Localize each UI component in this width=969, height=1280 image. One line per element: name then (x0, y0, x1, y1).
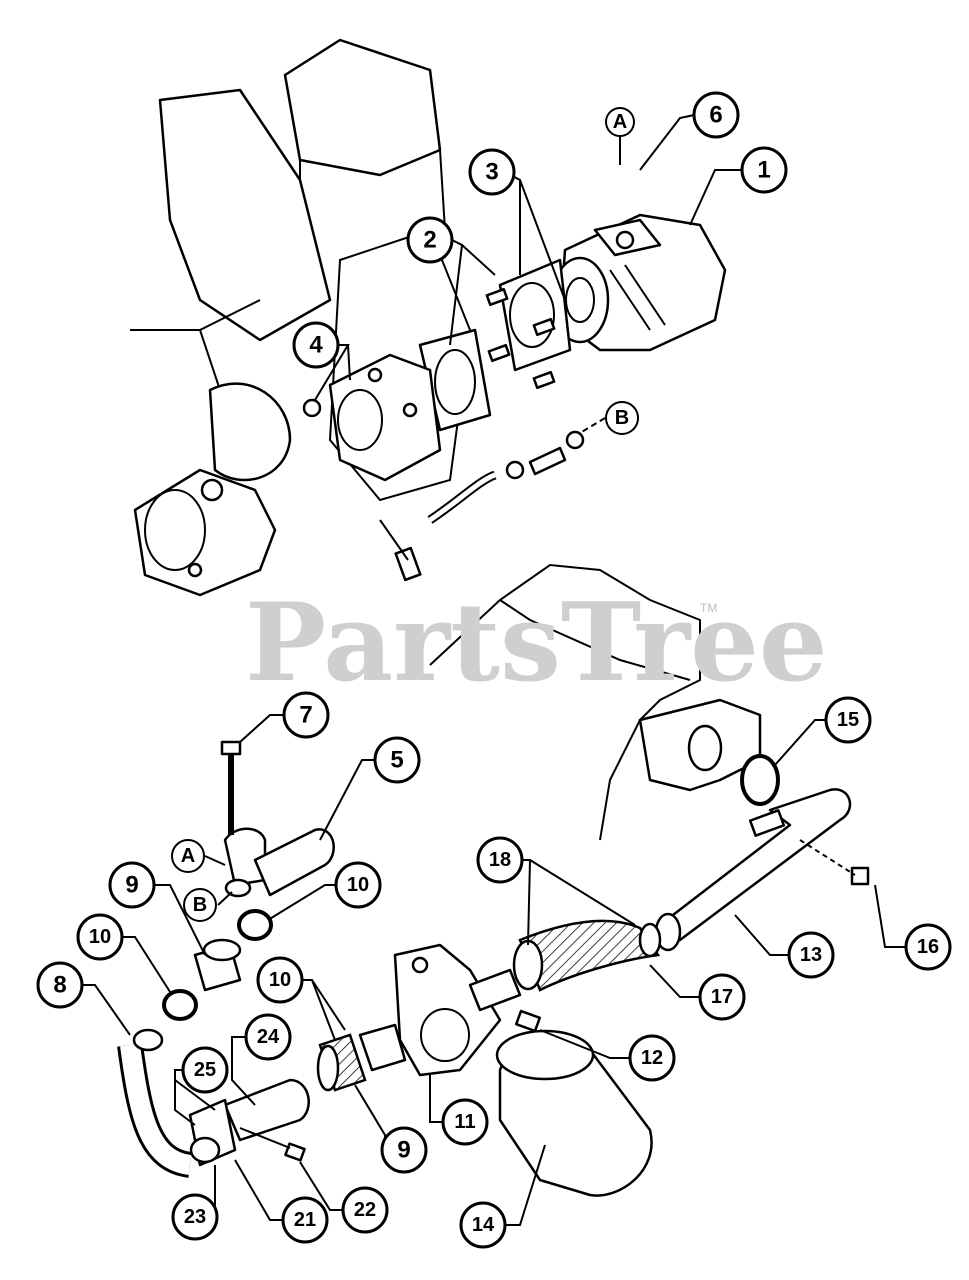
callout-23: 23 (171, 1193, 219, 1241)
svg-text:11: 11 (454, 1111, 475, 1133)
svg-text:A: A (181, 845, 195, 867)
hose-9-upper (193, 938, 242, 992)
callout-25: 25 (181, 1046, 229, 1094)
svg-text:16: 16 (917, 936, 939, 958)
gasket (418, 328, 492, 432)
bolt-7 (220, 740, 242, 835)
svg-text:9: 9 (397, 1137, 410, 1164)
callout-17: 17 (698, 973, 746, 1021)
svg-text:22: 22 (354, 1199, 376, 1221)
transaxle-housing (429, 563, 762, 841)
callout-5: 5 (373, 736, 421, 784)
svg-text:21: 21 (294, 1209, 316, 1231)
callout-10-upper: 10 (334, 861, 382, 909)
tube-24 (223, 1078, 310, 1142)
svg-text:4: 4 (309, 332, 323, 359)
hose-8 (117, 1028, 193, 1178)
svg-text:5: 5 (390, 747, 403, 774)
svg-text:10: 10 (269, 969, 291, 991)
svg-text:3: 3 (485, 159, 498, 186)
bracket-21 (188, 1098, 237, 1167)
ref-mark-b-upper: B (605, 401, 639, 435)
svg-text:13: 13 (800, 944, 822, 966)
clamp-10-left (162, 989, 198, 1021)
suction-tube-13 (654, 788, 852, 952)
flange-adapter (302, 353, 442, 482)
studs (485, 287, 556, 390)
svg-text:B: B (193, 894, 207, 916)
filter-head-11 (393, 943, 522, 1077)
svg-text:18: 18 (489, 849, 511, 871)
svg-text:9: 9 (125, 872, 138, 899)
watermark: PartsTree TM (245, 580, 828, 706)
svg-text:7: 7 (299, 702, 312, 729)
bolt-22 (239, 1127, 306, 1162)
callout-9-lower: 9 (380, 1126, 428, 1174)
svg-text:15: 15 (837, 709, 859, 731)
callout-2: 2 (406, 216, 454, 264)
svg-text:10: 10 (89, 926, 111, 948)
svg-text:23: 23 (184, 1206, 206, 1228)
callout-4: 4 (292, 321, 340, 369)
svg-text:8: 8 (53, 972, 66, 999)
svg-text:PartsTree: PartsTree (245, 580, 828, 706)
svg-text:A: A (613, 111, 627, 133)
oring-15 (740, 754, 780, 806)
svg-text:2: 2 (423, 227, 436, 254)
ref-mark-a-upper: A (605, 107, 635, 137)
adapter-plate (498, 258, 572, 372)
charge-pump (133, 468, 277, 597)
callouts: 1 2 3 4 5 6 7 8 9 9 10 10 10 11 12 13 14… (36, 91, 952, 1249)
filter-14 (495, 1029, 653, 1197)
callout-16: 16 (904, 923, 952, 971)
hose-fitting (379, 519, 422, 582)
svg-text:14: 14 (472, 1214, 495, 1236)
engine-outline (130, 38, 472, 502)
clamp-10-upper (237, 909, 273, 941)
small-hose-clamps (427, 430, 585, 524)
svg-text:17: 17 (711, 986, 733, 1008)
svg-text:6: 6 (709, 102, 722, 129)
svg-text:12: 12 (641, 1047, 663, 1069)
callout-11: 11 (441, 1098, 489, 1146)
callout-15: 15 (824, 696, 872, 744)
fitting-9-lower (316, 1023, 407, 1092)
callout-18: 18 (476, 836, 524, 884)
callout-24: 24 (244, 1013, 292, 1061)
callout-14: 14 (459, 1201, 507, 1249)
svg-text:B: B (615, 407, 629, 429)
callout-6: 6 (692, 91, 740, 139)
callout-21: 21 (281, 1196, 329, 1244)
reference-marks: A B A B (171, 107, 639, 922)
svg-text:TM: TM (700, 601, 717, 615)
callout-7: 7 (282, 691, 330, 739)
callout-22: 22 (341, 1186, 389, 1234)
hose-17 (512, 919, 662, 992)
ref-mark-b-lower: B (183, 888, 217, 922)
hydraulic-pump (550, 213, 727, 352)
fitting-12 (514, 1009, 542, 1033)
bolt-16 (799, 839, 870, 886)
tee-5 (223, 827, 335, 898)
svg-text:25: 25 (194, 1059, 216, 1081)
callout-10-left: 10 (76, 913, 124, 961)
callout-10-lower: 10 (256, 956, 304, 1004)
svg-text:24: 24 (257, 1026, 280, 1048)
callout-12: 12 (628, 1034, 676, 1082)
callout-9-upper: 9 (108, 861, 156, 909)
ref-mark-a-lower: A (171, 839, 205, 873)
callout-8: 8 (36, 961, 84, 1009)
svg-text:1: 1 (757, 157, 770, 184)
callout-1: 1 (740, 146, 788, 194)
svg-text:10: 10 (347, 874, 369, 896)
callout-13: 13 (787, 931, 835, 979)
callout-3: 3 (468, 148, 516, 196)
